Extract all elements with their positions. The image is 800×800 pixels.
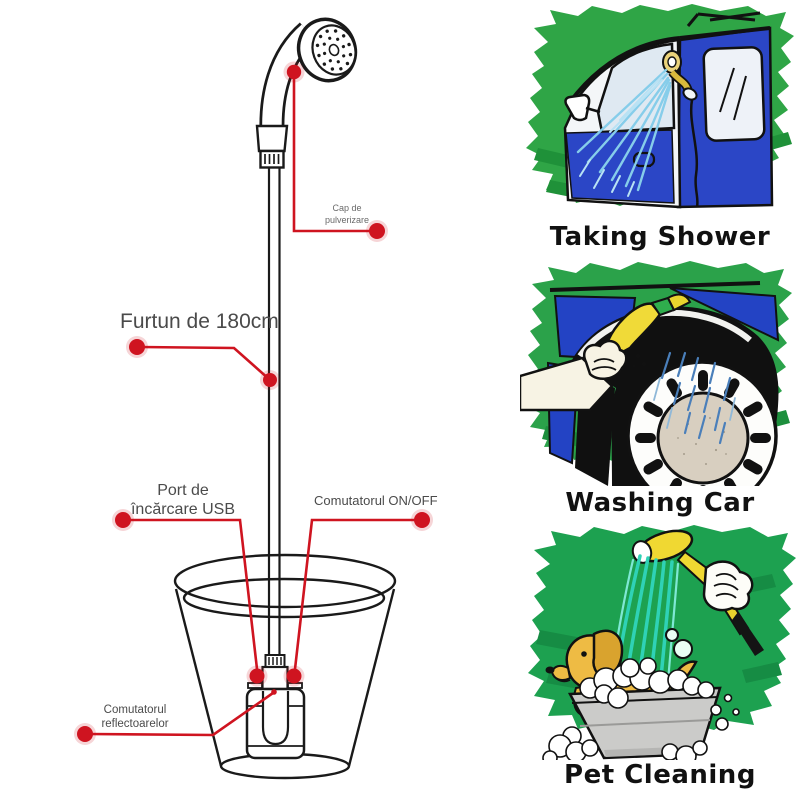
foam-bubbles xyxy=(542,657,740,760)
panel-caption-pet-cleaning: Pet Cleaning xyxy=(564,760,756,790)
wheel-washing-art xyxy=(520,281,780,486)
label-usb-port: Port de încărcare USB xyxy=(130,482,236,518)
panel-caption-washing-car: Washing Car xyxy=(565,488,755,518)
panel-caption-taking-shower: Taking Shower xyxy=(549,222,771,252)
callout-on-off-switch xyxy=(283,509,433,687)
label-hose-length: Furtun de 180cm xyxy=(120,310,279,333)
washing-car-art xyxy=(520,261,792,486)
hose-art xyxy=(267,167,281,656)
callout-spotlight-switch xyxy=(74,689,277,745)
callout-hose xyxy=(126,336,280,390)
dog-bath-art xyxy=(542,529,764,760)
annotation-callouts xyxy=(74,61,433,745)
spray-nozzle-dots xyxy=(315,29,353,71)
usage-panel-taking-shower: Taking Shower xyxy=(520,0,800,258)
water-dashes xyxy=(660,351,732,445)
pet-cleaning-art xyxy=(528,525,796,760)
callout-usb-port xyxy=(112,509,268,687)
usage-panel-pet-cleaning: Pet Cleaning xyxy=(520,520,800,800)
label-on-off-switch: Comutatorul ON/OFF xyxy=(314,493,438,508)
rim-slots xyxy=(635,370,771,486)
shower-product-diagram: Cap de pulverizare Furtun de 180cm Port … xyxy=(74,17,438,780)
label-spray-head: Cap de pulverizare xyxy=(324,203,370,225)
shower-diagram-art xyxy=(74,17,433,780)
usage-panel-washing-car: Washing Car xyxy=(520,258,800,520)
callout-spray-head xyxy=(283,61,388,242)
label-spotlight-switch: Comutatorul reflectoarelor xyxy=(101,704,169,731)
taking-shower-art xyxy=(526,4,794,209)
truck-shower-art xyxy=(563,11,774,209)
shower-head-art xyxy=(255,17,358,169)
pump-art xyxy=(245,654,306,760)
